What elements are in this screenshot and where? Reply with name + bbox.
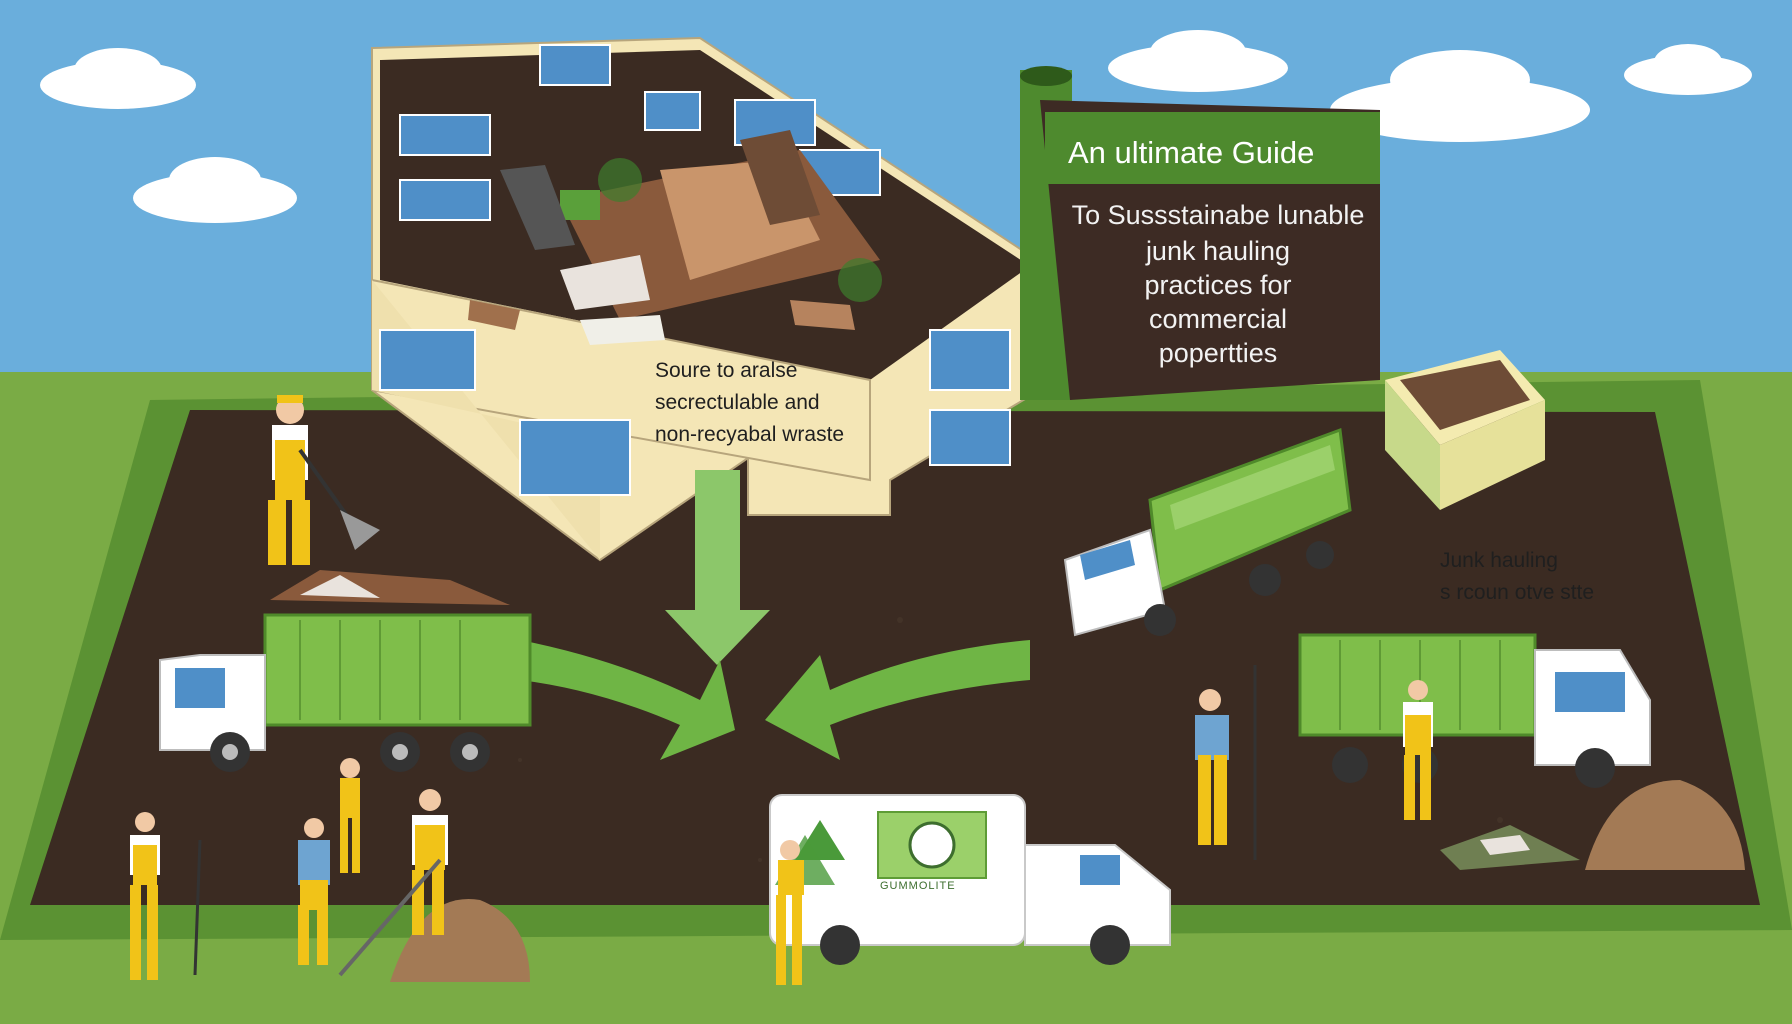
source-label-line-1: Soure to aralse xyxy=(655,359,798,382)
clouds xyxy=(40,30,1752,223)
worker-2 xyxy=(340,758,360,873)
building xyxy=(371,36,1041,562)
recycle-arrows xyxy=(520,470,1030,760)
debris-pile xyxy=(468,130,882,345)
junk-label-line-2: s rcoun otve stte xyxy=(1440,581,1595,604)
source-label-line-3: non-recyabal wraste xyxy=(655,423,845,446)
worker-5 xyxy=(338,789,448,977)
dump-truck-upper xyxy=(1063,427,1352,637)
worker-4 xyxy=(298,818,330,965)
soil-mound-left xyxy=(390,899,530,982)
guide-title: An ultimate Guide xyxy=(1068,135,1315,170)
source-label: Soure to aralse secrectulable and non-re… xyxy=(655,355,885,451)
junk-hauling-label: Junk hauling s rcoun otve stte xyxy=(1440,545,1660,609)
junk-label-line-1: Junk hauling xyxy=(1440,549,1558,572)
worker-8 xyxy=(1403,680,1433,820)
guide-line-4: commercial xyxy=(1148,304,1288,334)
guide-line-1: To Sussstainabe lunable xyxy=(1071,200,1365,230)
guide-line-2: junk hauling xyxy=(1145,236,1291,266)
recycling-van xyxy=(769,794,1171,965)
worker-6 xyxy=(776,840,804,985)
guide-line-5: popertties xyxy=(1158,338,1278,368)
workers xyxy=(130,395,1433,985)
van-brand-text: GUMMOLITE xyxy=(880,880,956,892)
worker-7 xyxy=(1195,665,1257,860)
soil-lot xyxy=(30,410,1760,905)
worker-3 xyxy=(130,812,202,980)
guide-panel xyxy=(1020,66,1380,400)
waste-bin xyxy=(1385,350,1545,510)
guide-line-3: practices for xyxy=(1144,270,1292,300)
soil-mound-right xyxy=(1585,780,1745,870)
worker-1 xyxy=(268,395,380,565)
dump-truck-left xyxy=(159,570,532,772)
source-label-line-2: secrectulable and xyxy=(655,391,820,414)
scattered-debris xyxy=(1440,825,1580,870)
